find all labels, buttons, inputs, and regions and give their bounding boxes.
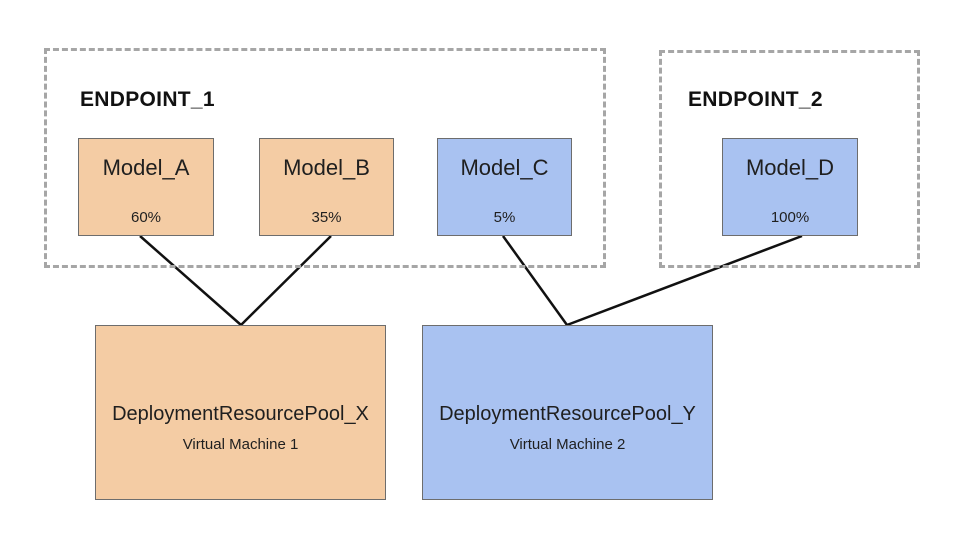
model-c-traffic: 5% (493, 209, 516, 226)
endpoint-2-title: ENDPOINT_2 (688, 88, 823, 111)
link-model-b-pool-x (240, 235, 332, 326)
link-model-a-pool-x (139, 235, 242, 326)
pool-y-name: DeploymentResourcePool_Y (439, 403, 696, 425)
model-d-name: Model_D (745, 155, 835, 180)
model-b-name: Model_B (283, 155, 370, 180)
model-b-traffic: 35% (311, 209, 342, 226)
model-d-traffic: 100% (770, 209, 810, 226)
endpoint-1-container (44, 48, 606, 268)
model-b-box: Model_B 35% (259, 138, 394, 236)
model-a-traffic: 60% (130, 209, 162, 226)
model-a-name: Model_A (102, 155, 190, 180)
link-model-d-pool-y (566, 234, 803, 327)
pool-y-box: DeploymentResourcePool_Y Virtual Machine… (422, 325, 713, 500)
model-d-box: Model_D 100% (722, 138, 858, 236)
model-a-box: Model_A 60% (78, 138, 214, 236)
pool-x-vm: Virtual Machine 1 (182, 436, 299, 453)
endpoint-2-container (659, 50, 920, 268)
link-model-c-pool-y (501, 235, 569, 326)
model-c-box: Model_C 5% (437, 138, 572, 236)
pool-x-box: DeploymentResourcePool_X Virtual Machine… (95, 325, 386, 500)
endpoint-1-title: ENDPOINT_1 (80, 88, 215, 111)
pool-y-vm: Virtual Machine 2 (509, 436, 626, 453)
model-c-name: Model_C (460, 155, 549, 180)
pool-x-name: DeploymentResourcePool_X (112, 403, 369, 425)
